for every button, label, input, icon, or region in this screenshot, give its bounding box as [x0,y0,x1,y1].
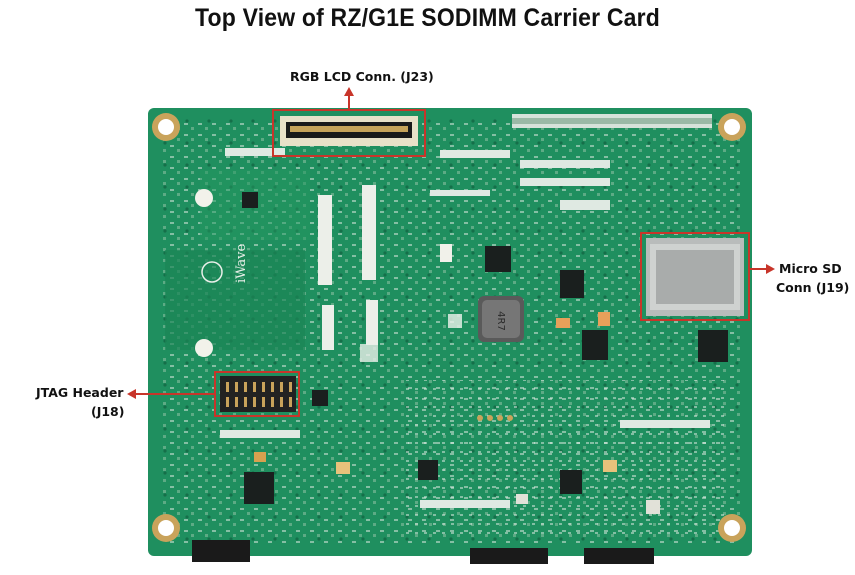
arrow-up-icon [344,87,354,96]
bottom-edge-connectors [192,540,654,564]
arrow-right-icon [766,264,775,274]
iwave-logo: iWave [201,244,249,283]
pcb-board [148,108,752,556]
logo-text: iWave [234,244,249,283]
power-inductor: 4R7 [478,296,524,342]
passive-components [254,244,660,514]
jtag-header [220,376,296,412]
pad-array-rows [220,148,710,508]
callout-jtag-line2: (J18) [91,404,125,419]
callout-micro-sd-line1: Micro SD [779,261,842,276]
callout-micro-sd-line2: Conn (J19) [776,280,850,295]
arrow-left-icon [127,389,136,399]
micro-sd-socket [646,238,744,316]
callout-rgb-lcd-connector: RGB LCD Conn. (J23) [290,69,434,84]
highlight-micro-sd [640,232,750,321]
inductor-label: 4R7 [495,311,506,331]
mounting-holes [152,113,746,542]
lcd-connector [280,116,418,146]
top-edge-connector [512,114,712,128]
callout-jtag-line1: JTAG Header [36,385,124,400]
callout-arrows [127,87,775,399]
ic-chips [242,192,728,504]
page-title: Top View of RZ/G1E SODIMM Carrier Card [195,4,660,32]
pad-array-center [318,185,378,350]
